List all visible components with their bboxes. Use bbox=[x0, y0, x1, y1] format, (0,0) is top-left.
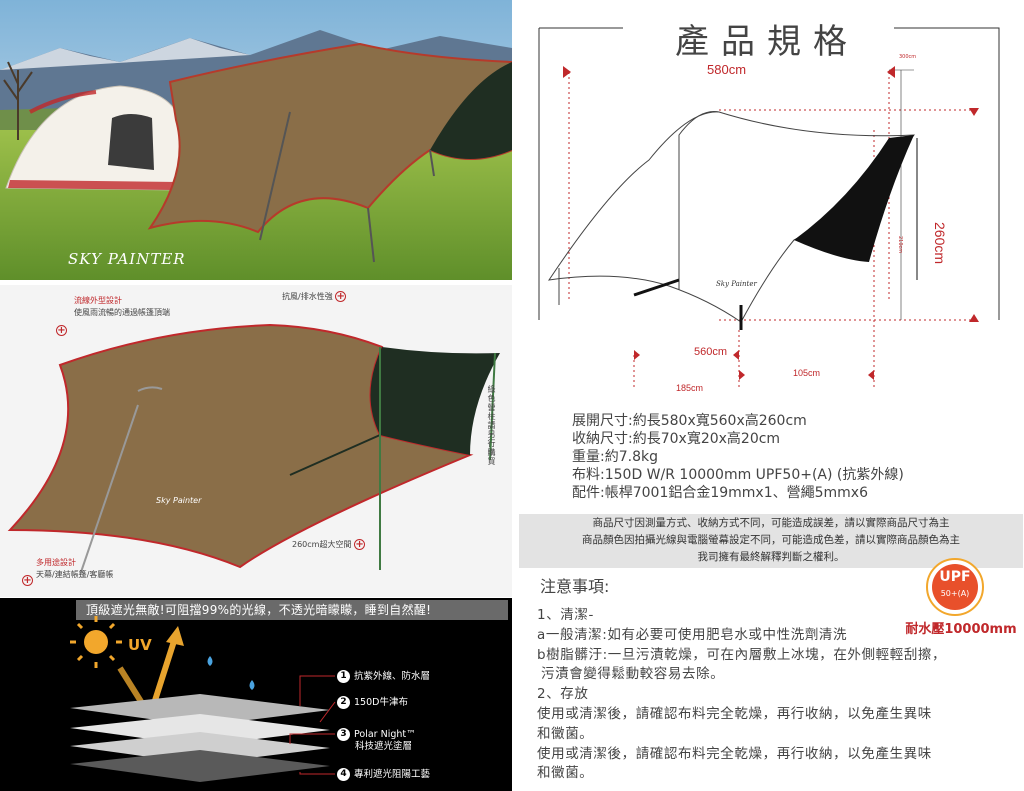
dim-300: 300cm bbox=[899, 54, 917, 60]
callout-multi-title: 多用途設計 bbox=[36, 558, 76, 567]
spec-item: 重量:約7.8kg bbox=[572, 449, 658, 465]
layer-structure: 頂級遮光無敵!可阻擋99%的光線，不透光暗矇矇，睡到自然醒! UV bbox=[0, 598, 512, 791]
dimension-diagram bbox=[538, 27, 1000, 390]
layer-number: 1 bbox=[337, 670, 350, 683]
layer-item-label: 150D牛津布 bbox=[354, 697, 408, 708]
uv-label: UV bbox=[128, 636, 152, 654]
upf-shield-icon bbox=[926, 558, 984, 616]
notes-line: 使用或清潔後，請確認布料完全乾燥，再行收納，以免產生異味 bbox=[537, 745, 932, 762]
dim-185: 185cm bbox=[676, 383, 704, 393]
upf-badge: UPF 50+(A) bbox=[925, 557, 985, 617]
notes-title: 注意事項: bbox=[540, 577, 610, 596]
product-photo: SKY PAINTER bbox=[0, 0, 512, 280]
callout-flow: 流線外型設計 使風雨流暢的通過帳篷頂端 bbox=[74, 295, 170, 319]
dim-height: 260cm bbox=[932, 222, 948, 265]
layer-item-4: 4 專利遮光阻陽工藝 bbox=[337, 768, 430, 781]
dim-105: 105cm bbox=[793, 368, 821, 378]
feature-diagram: 流線外型設計 使風雨流暢的通過帳篷頂端 + 抗風/排水性強 + 綠色營柱請另行購… bbox=[0, 285, 512, 597]
callout-flow-title: 流線外型設計 bbox=[74, 296, 122, 305]
upf-rating: 50+(A) bbox=[940, 589, 970, 598]
layer-illustration bbox=[70, 616, 336, 782]
tarp-feature-illustration bbox=[7, 323, 500, 576]
plus-icon: + bbox=[354, 539, 366, 550]
layer-number: 3 bbox=[337, 728, 350, 741]
notes-line: 和黴菌。 bbox=[537, 765, 594, 782]
notes-line: 1、清潔- bbox=[537, 607, 594, 623]
layer-item-label: 專利遮光阻陽工藝 bbox=[354, 769, 431, 780]
notes-line: 使用或清潔後，請確認布料完全乾燥，再行收納，以免產生異味 bbox=[537, 705, 932, 722]
plus-icon: + bbox=[22, 575, 33, 586]
plus-icon: + bbox=[56, 325, 67, 336]
upf-label: UPF bbox=[939, 569, 971, 585]
callout-space: 260cm超大空間 + bbox=[292, 539, 366, 551]
callout-multi-desc: 天幕/連結帳篷/客廳帳 bbox=[36, 570, 114, 579]
layer-item-1: 1 抗紫外線、防水層 bbox=[337, 670, 430, 683]
diagram-logo: Sky Painter bbox=[716, 280, 757, 288]
notes-line: 和黴菌。 bbox=[537, 725, 594, 742]
layer-item-3: 3 Polar Night™ 科技遮光塗層 bbox=[337, 728, 416, 753]
sun-icon bbox=[70, 616, 122, 668]
layer-item-label: 抗紫外線、防水層 bbox=[354, 671, 431, 682]
spec-item: 收納尺寸:約長70x寬20x高20cm bbox=[572, 431, 781, 447]
callout-wind-title: 抗風/排水性強 bbox=[282, 292, 333, 301]
disclaimer-line: 商品顏色因拍攝光線與電腦螢幕設定不同，可能造成色差，請以實際商品顏色為主 bbox=[582, 534, 960, 546]
notes-line: 2、存放 bbox=[537, 686, 589, 703]
callout-space-label: 260cm超大空間 bbox=[292, 540, 352, 549]
layer-item-2: 2 150D牛津布 bbox=[337, 696, 408, 709]
callout-multi: 多用途設計 天幕/連結帳篷/客廳帳 bbox=[36, 557, 113, 581]
campsite-illustration bbox=[0, 0, 512, 280]
layer-item-sub: 科技遮光塗層 bbox=[355, 741, 413, 752]
tarp-logo: Sky Painter bbox=[156, 496, 202, 505]
spec-item: 展開尺寸:約長580x寬560x高260cm bbox=[572, 413, 807, 429]
notes-line: b樹脂髒汙:一旦污漬乾燥，可在內層敷上冰塊，在外側輕輕刮擦， bbox=[537, 646, 947, 663]
spec-item: 配件:帳桿7001鋁合金19mmx1、營繩5mmx6 bbox=[572, 485, 869, 501]
layer-item-label: Polar Night™ bbox=[354, 729, 416, 740]
notes-line: a一般清潔:如有必要可使用肥皂水或中性洗劑清洗 bbox=[537, 626, 848, 643]
brand-logo: SKY PAINTER bbox=[68, 250, 186, 268]
spec-item: 布料:150D W/R 10000mm UPF50+(A) (抗紫外線) bbox=[572, 467, 904, 483]
disclaimer-line: 我司擁有最終解釋判斷之權利。 bbox=[697, 551, 845, 563]
disclaimer-box: 商品尺寸因測量方式、收納方式不同，可能造成誤差，請以實際商品尺寸為主 商品顏色因… bbox=[519, 514, 1023, 568]
dim-210: 210cm bbox=[897, 236, 903, 254]
dim-width: 560cm bbox=[694, 346, 728, 358]
waterproof-label: 耐水壓10000mm bbox=[898, 619, 1024, 641]
dim-length: 580cm bbox=[707, 62, 747, 77]
spec-list: 展開尺寸:約長580x寬560x高260cm 收納尺寸:約長70x寬20x高20… bbox=[572, 412, 904, 502]
notes-body: 1、清潔- a一般清潔:如有必要可使用肥皂水或中性洗劑清洗 b樹脂髒汙:一旦污漬… bbox=[537, 606, 1024, 784]
layer-number: 4 bbox=[337, 768, 350, 781]
notes-line: 污漬會變得鬆動較容易去除。 bbox=[541, 666, 725, 683]
plus-icon: + bbox=[335, 291, 347, 302]
callout-flow-desc: 使風雨流暢的通過帳篷頂端 bbox=[74, 308, 170, 317]
disclaimer-line: 商品尺寸因測量方式、收納方式不同，可能造成誤差，請以實際商品尺寸為主 bbox=[592, 517, 950, 529]
blackout-headline: 頂級遮光無敵!可阻擋99%的光線，不透光暗矇矇，睡到自然醒! bbox=[76, 600, 508, 620]
layer-number: 2 bbox=[337, 696, 350, 709]
pole-note: 綠色營柱請另行購買 bbox=[487, 385, 496, 466]
spec-title: 產品規格 bbox=[675, 22, 859, 62]
callout-wind: 抗風/排水性強 + bbox=[282, 291, 347, 303]
